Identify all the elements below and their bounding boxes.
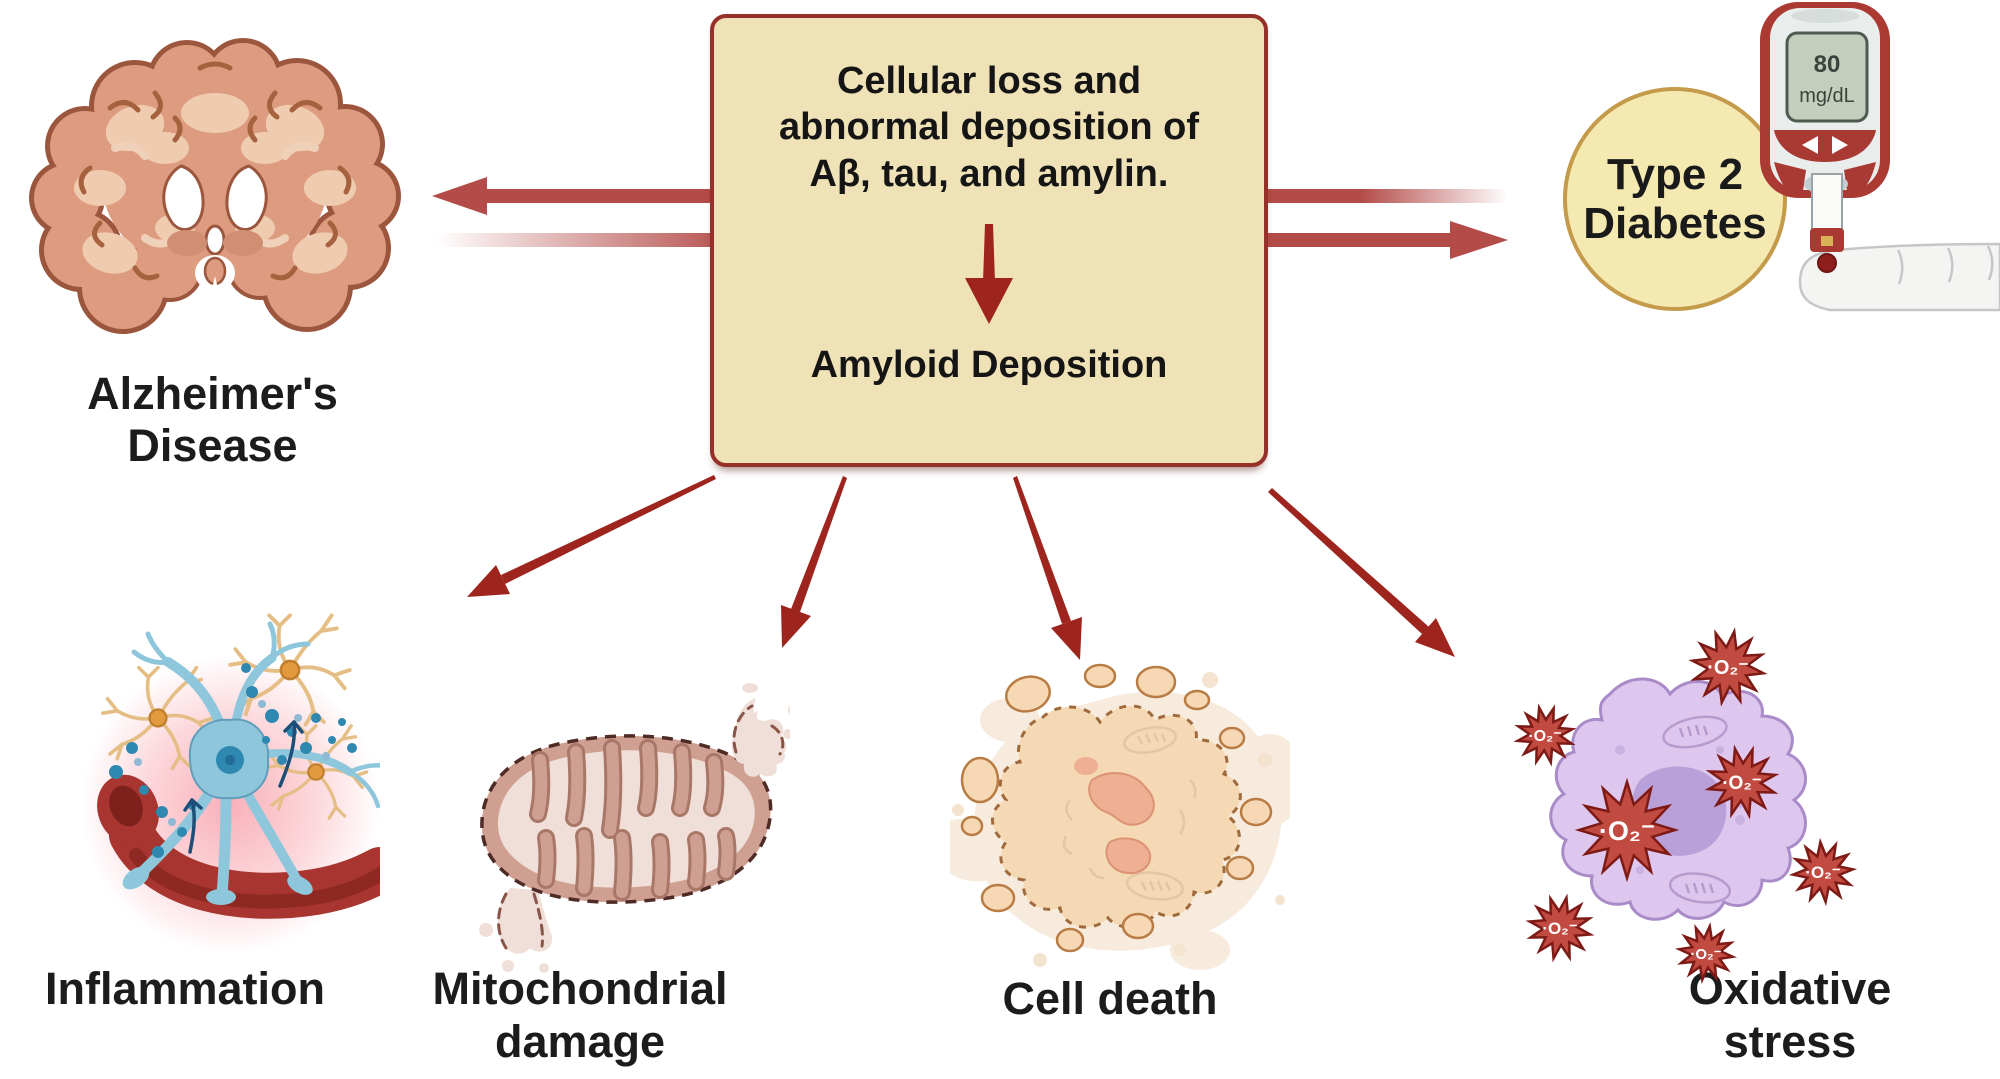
arrow-to-inflammation-icon xyxy=(467,475,716,597)
radical-label: ·O₂⁻ xyxy=(1707,657,1749,679)
test-strip-icon xyxy=(1810,173,1844,252)
inflammation-illustration xyxy=(80,613,380,950)
radical-label: ·O₂⁻ xyxy=(1690,946,1721,963)
brain-illustration xyxy=(29,38,401,346)
central-statement-box: Cellular loss and abnormal deposition of… xyxy=(710,14,1268,467)
diabetes-circle: Type 2 Diabetes xyxy=(1563,87,1787,311)
meter-screen xyxy=(1785,31,1869,123)
dying-cell-icon xyxy=(950,663,1290,970)
meter-unit: mg/dL xyxy=(1799,85,1855,107)
central-box-text: Cellular loss and abnormal deposition of… xyxy=(778,60,1200,195)
down-arrow-icon xyxy=(965,224,1013,324)
amyloid-deposition-label: Amyloid Deposition xyxy=(810,344,1168,386)
finger-icon xyxy=(1798,242,2000,312)
diabetes-label: Type 2 Diabetes xyxy=(1583,149,1767,248)
meter-value: 80 xyxy=(1814,51,1841,78)
blood-drop-icon xyxy=(1817,253,1837,273)
radical-label: ·O₂⁻ xyxy=(1722,773,1762,794)
cytokine-dots xyxy=(109,663,357,858)
blood-vessel-icon xyxy=(97,774,380,919)
cell-death-label: Cell death xyxy=(1002,973,1218,1024)
cell-death-illustration xyxy=(950,663,1290,970)
arrow-to-mitochondrial-damage-icon xyxy=(781,476,847,648)
oxidative-stress-label: Oxidative stress xyxy=(1688,963,1892,1068)
glucometer-illustration: 80 mg/dL xyxy=(1760,2,2000,312)
arrow-to-oxidative-stress-icon xyxy=(1268,488,1455,657)
inflammation-label: Inflammation xyxy=(44,963,326,1014)
radical-label: ·O₂⁻ xyxy=(1599,816,1655,846)
alzheimers-label: Alzheimer's Disease xyxy=(87,368,338,471)
meter-left-button-icon xyxy=(1802,136,1818,154)
meter-right-button-icon xyxy=(1832,136,1848,154)
glucose-meter-icon: 80 mg/dL xyxy=(1760,2,1890,273)
cell-icon xyxy=(1549,677,1807,921)
radical-label: ·O₂⁻ xyxy=(1542,919,1577,938)
damaged-mitochondrion-icon xyxy=(479,683,790,973)
mitochondria-illustration xyxy=(479,683,790,973)
brain-coronal-section xyxy=(29,38,401,346)
radical-label: ·O₂⁻ xyxy=(1528,728,1561,745)
apoptotic-blebs xyxy=(960,663,1273,953)
diffusion-arrows-icon xyxy=(183,720,304,854)
radical-label: ·O₂⁻ xyxy=(1805,863,1840,882)
superoxide-radicals: ·O₂⁻ ·O₂⁻ ·O₂⁻ ·O₂⁻ ·O₂⁻ ·O₂⁻ ·O₂⁻ xyxy=(1512,625,1863,983)
arrow-to-cell-death-icon xyxy=(1013,476,1082,660)
mitochondrial-damage-label: Mitochondrial damage xyxy=(432,963,728,1068)
neuron-icon xyxy=(122,621,380,905)
brain-ventricles xyxy=(162,164,268,291)
oxidative-stress-illustration: ·O₂⁻ ·O₂⁻ ·O₂⁻ ·O₂⁻ ·O₂⁻ ·O₂⁻ ·O₂⁻ xyxy=(1490,620,1890,990)
